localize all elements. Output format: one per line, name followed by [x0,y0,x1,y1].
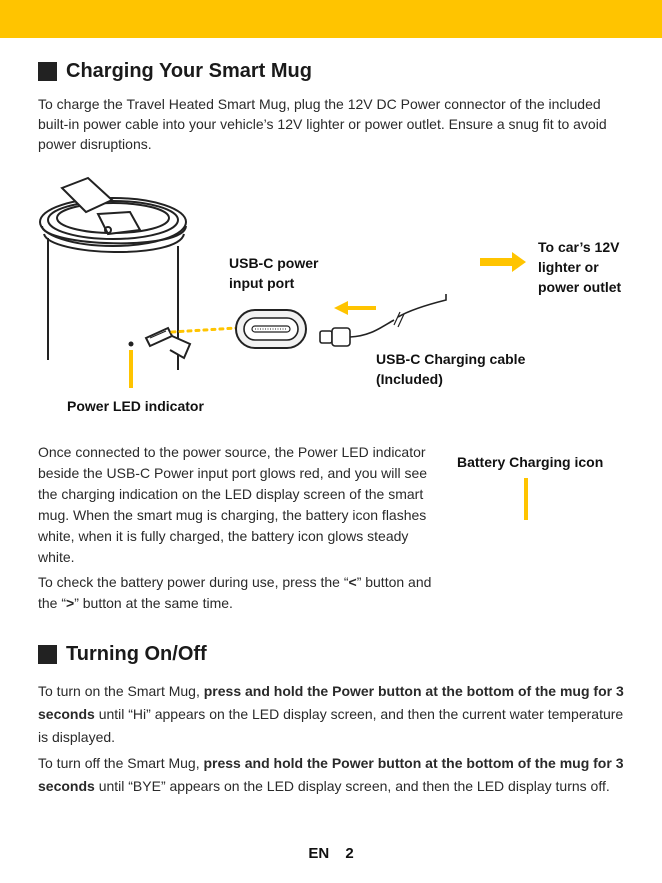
usb-port-label: USB-C power input port [229,255,319,291]
battery-icon-label: Battery Charging icon [457,454,604,470]
charging-illustration [39,176,526,370]
battery-check-paragraph: To check the battery power during use, p… [38,574,432,611]
top-accent-bar [0,0,662,38]
usb-c-port-zoom [235,309,307,349]
footer-language: EN [308,845,330,862]
section-title-charging: Charging Your Smart Mug [38,60,312,83]
led-indicator-pointer [129,350,133,388]
car-outlet-label: To car’s 12V lighter or power outlet [538,239,622,295]
section-title-onoff: Turning On/Off [38,643,207,666]
smart-mug-illustration [39,176,192,370]
turn-off-paragraph: To turn off the Smart Mug, press and hol… [38,755,624,794]
section-title-text: Turning On/Off [66,643,207,665]
battery-icon-pointer [524,478,528,520]
turn-on-paragraph: To turn on the Smart Mug, press and hold… [38,683,624,745]
power-led-dot [128,341,134,347]
footer-page-number: 2 [345,845,354,862]
usb-c-cable-connector [319,294,447,347]
zoom-leader-line [170,326,238,334]
cable-label: USB-C Charging cable (Included) [376,351,526,387]
section-square-icon [38,645,57,664]
to-car-arrow-icon [480,252,526,272]
insert-arrow-icon [334,301,376,315]
led-indicator-label: Power LED indicator [67,398,204,414]
section-title-text: Charging Your Smart Mug [66,60,312,82]
charging-intro-paragraph: To charge the Travel Heated Smart Mug, p… [38,96,607,152]
charging-body-paragraph: Once connected to the power source, the … [38,444,428,565]
page-footer: EN 2 [0,845,662,862]
section-square-icon [38,62,57,81]
